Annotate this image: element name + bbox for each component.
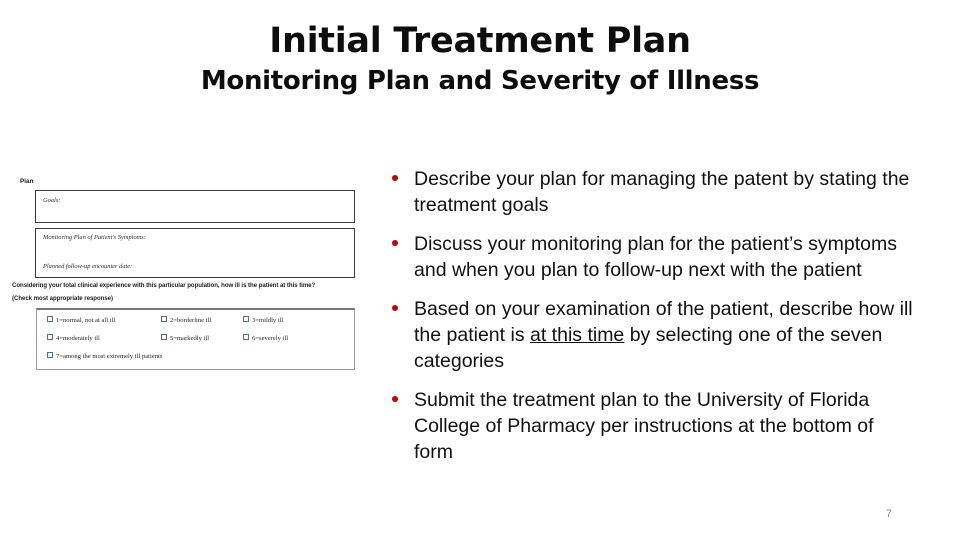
form-option-label: 3=mildly ill — [252, 317, 284, 324]
form-option-1[interactable]: 1=normal, not at all ill — [47, 316, 115, 325]
page-title: Initial Treatment Plan — [269, 21, 691, 61]
bullet-item-3: Based on your examination of the patient… — [388, 296, 916, 374]
bullet-text: Describe your plan for managing the pate… — [414, 168, 910, 216]
checkbox-icon[interactable] — [161, 334, 167, 340]
checkbox-icon[interactable] — [161, 316, 167, 322]
form-plan-label: Plan — [20, 178, 34, 185]
form-option-label: 5=markedly ill — [170, 335, 210, 342]
form-option-label: 2=borderline ill — [170, 317, 212, 324]
form-option-3[interactable]: 3=mildly ill — [243, 316, 283, 325]
page-subtitle: Monitoring Plan and Severity of Illness — [200, 66, 760, 96]
page-number: 7 — [885, 508, 892, 520]
form-option-label: 4=moderately ill — [56, 335, 100, 342]
form-goals-box: Goals: — [35, 190, 355, 223]
form-severity-question: Considering your total clinical experien… — [12, 282, 316, 289]
bullet-text: Discuss your monitoring plan for the pat… — [414, 233, 898, 281]
form-severity-options-box: 1=normal, not at all ill 2=borderline il… — [36, 308, 355, 370]
checkbox-icon[interactable] — [47, 316, 53, 322]
bullet-text: Based on your examination of the patient… — [414, 298, 913, 346]
form-severity-question-instruction: (Check most appropriate response) — [12, 295, 113, 302]
form-option-5[interactable]: 5=markedly ill — [161, 334, 209, 343]
bullet-dot-icon — [392, 305, 398, 311]
form-options-row: 4=moderately ill 5=markedly ill 6=severe… — [37, 334, 354, 350]
bullet-text-tail: by selecting one of the seven categories — [414, 324, 883, 372]
form-option-4[interactable]: 4=moderately ill — [47, 334, 100, 343]
bullet-list: Describe your plan for managing the pate… — [388, 166, 916, 465]
bullet-dot-icon — [392, 396, 398, 402]
checkbox-icon[interactable] — [243, 334, 249, 340]
bullet-item-1: Describe your plan for managing the pate… — [388, 166, 916, 218]
form-option-label: 6=severely ill — [252, 335, 289, 342]
form-options-row: 1=normal, not at all ill 2=borderline il… — [37, 316, 354, 332]
checkbox-icon[interactable] — [47, 352, 53, 358]
checkbox-icon[interactable] — [243, 316, 249, 322]
form-monitoring-box: Monitoring Plan of Patient's Symptoms: P… — [35, 228, 355, 278]
form-option-2[interactable]: 2=borderline ill — [161, 316, 211, 325]
form-option-label: 7=among the most extremely ill patients — [56, 353, 163, 360]
bullet-item-4: Submit the treatment plan to the Univers… — [388, 387, 916, 465]
form-goals-label: Goals: — [43, 197, 61, 204]
checkbox-icon[interactable] — [47, 334, 53, 340]
form-monitoring-label: Monitoring Plan of Patient's Symptoms: — [43, 234, 146, 241]
bullet-dot-icon — [392, 175, 398, 181]
bullet-text: Submit the treatment plan to the Univers… — [414, 389, 874, 463]
bullet-underlined-text: at this time — [530, 324, 625, 346]
form-option-6[interactable]: 6=severely ill — [243, 334, 288, 343]
bullet-dot-icon — [392, 240, 398, 246]
form-options-row: 7=among the most extremely ill patients — [37, 352, 354, 368]
bullet-item-2: Discuss your monitoring plan for the pat… — [388, 231, 916, 283]
form-option-label: 1=normal, not at all ill — [56, 317, 116, 324]
title-block: Initial Treatment Plan Monitoring Plan a… — [0, 20, 960, 98]
form-followup-label: Planned follow-up encounter date: — [43, 263, 133, 270]
form-option-7[interactable]: 7=among the most extremely ill patients — [47, 352, 162, 361]
treatment-plan-form-image: Plan Goals: Monitoring Plan of Patient's… — [8, 178, 355, 378]
